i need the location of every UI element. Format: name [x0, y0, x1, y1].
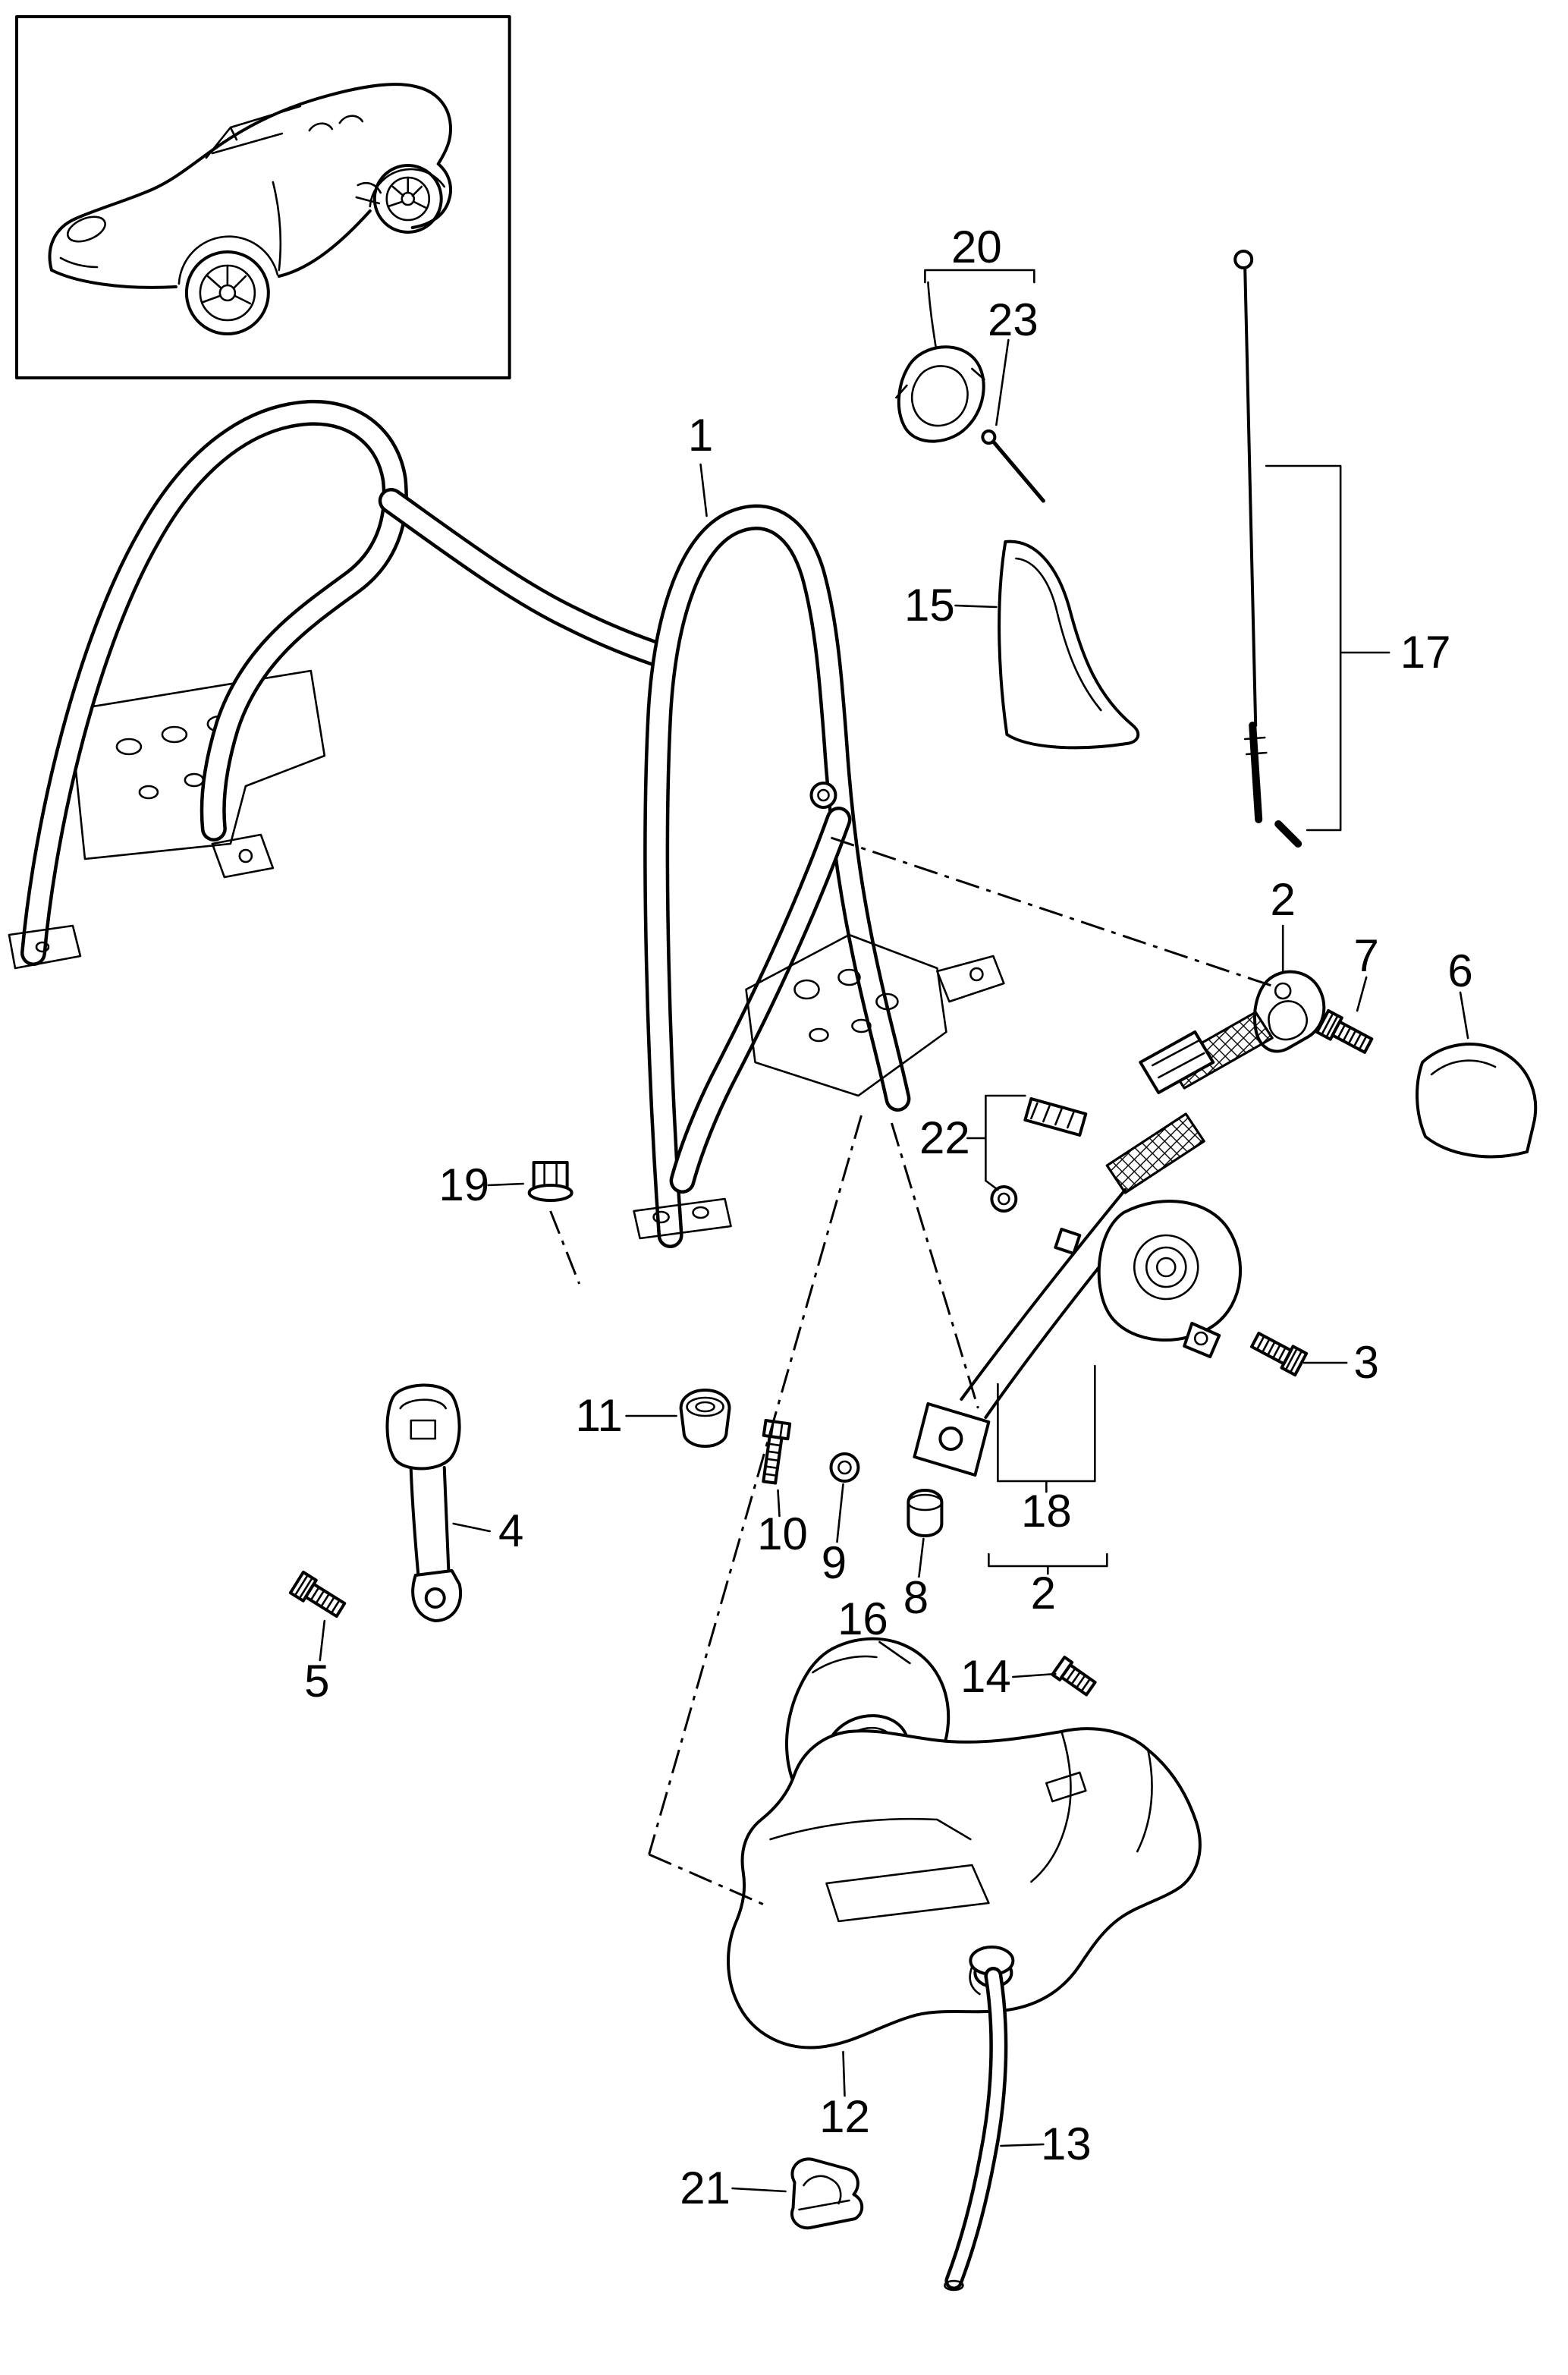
screw-14-drawing — [1051, 1656, 1097, 1697]
buckle-4-drawing — [385, 1383, 462, 1622]
callouts: 20 23 1 15 17 2 7 6 22 19 3 11 4 10 9 8 … — [304, 222, 1473, 2213]
bolt-3-drawing — [1249, 1332, 1309, 1376]
callout-bolt-7: 7 — [1353, 930, 1378, 981]
belt-retractor — [1097, 1199, 1243, 1342]
callout-sleeve-22: 22 — [919, 1112, 970, 1163]
spacer-8-drawing — [907, 1489, 944, 1537]
callout-pin: 23 — [988, 294, 1039, 345]
clip-21-drawing — [790, 2157, 864, 2230]
callout-bracket-18: 18 — [1021, 1486, 1072, 1537]
callout-panel-12: 12 — [819, 2091, 870, 2142]
callout-nut-19: 19 — [438, 1159, 489, 1210]
callout-tube-13: 13 — [1041, 2119, 1092, 2169]
belt-sleeve — [1023, 1097, 1088, 1137]
center-lines — [549, 836, 1274, 1908]
callout-bolt-3: 3 — [1353, 1337, 1378, 1388]
callout-cover-cap-6: 6 — [1447, 945, 1472, 996]
callout-bolt-10: 10 — [757, 1508, 808, 1559]
antenna-drawing — [1233, 250, 1302, 848]
cover-15-drawing — [998, 539, 1140, 750]
callout-roll-bar: 1 — [688, 410, 713, 461]
callout-cover-16: 16 — [837, 1593, 888, 1644]
pin-23-drawing — [981, 429, 1045, 503]
callout-seat-belt-upper: 2 — [1271, 874, 1296, 925]
callout-bolt-5: 5 — [304, 1656, 329, 1707]
callout-screw-14: 14 — [960, 1651, 1011, 1702]
callout-belt-guide: 20 — [951, 222, 1002, 272]
callout-buckle-4: 4 — [498, 1505, 523, 1556]
cover-6-drawing — [1416, 1043, 1538, 1159]
car-icon — [48, 83, 453, 335]
leader-lines — [319, 269, 1469, 2193]
tube-13-drawing — [944, 1946, 1015, 2292]
nut-19-drawing — [527, 1161, 573, 1202]
belt-guide-20-drawing — [895, 345, 985, 443]
callout-antenna: 17 — [1400, 627, 1451, 678]
callout-cover-15: 15 — [904, 580, 955, 631]
bolt-5-drawing — [288, 1571, 347, 1618]
vehicle-thumbnail — [14, 15, 511, 379]
callout-seat-belt-lower: 2 — [1031, 1568, 1056, 1618]
belt-adjuster — [1139, 1030, 1215, 1094]
callout-clip-21: 21 — [680, 2163, 731, 2213]
seat-belt-assembly-drawing — [913, 970, 1326, 1477]
grommet-11-drawing — [679, 1389, 731, 1448]
panel-12-drawing — [727, 1727, 1202, 2049]
bolt-10-drawing — [762, 1419, 792, 1485]
belt-webbing-lower — [1105, 1112, 1205, 1194]
bolt-7-drawing — [1315, 1009, 1374, 1054]
callout-spacer-8: 8 — [903, 1572, 929, 1623]
washer-9-drawing — [829, 1452, 860, 1483]
callout-grommet-11: 11 — [575, 1390, 622, 1441]
callout-washer-9: 9 — [822, 1537, 847, 1588]
roll-bar-drawing — [8, 399, 1005, 1248]
